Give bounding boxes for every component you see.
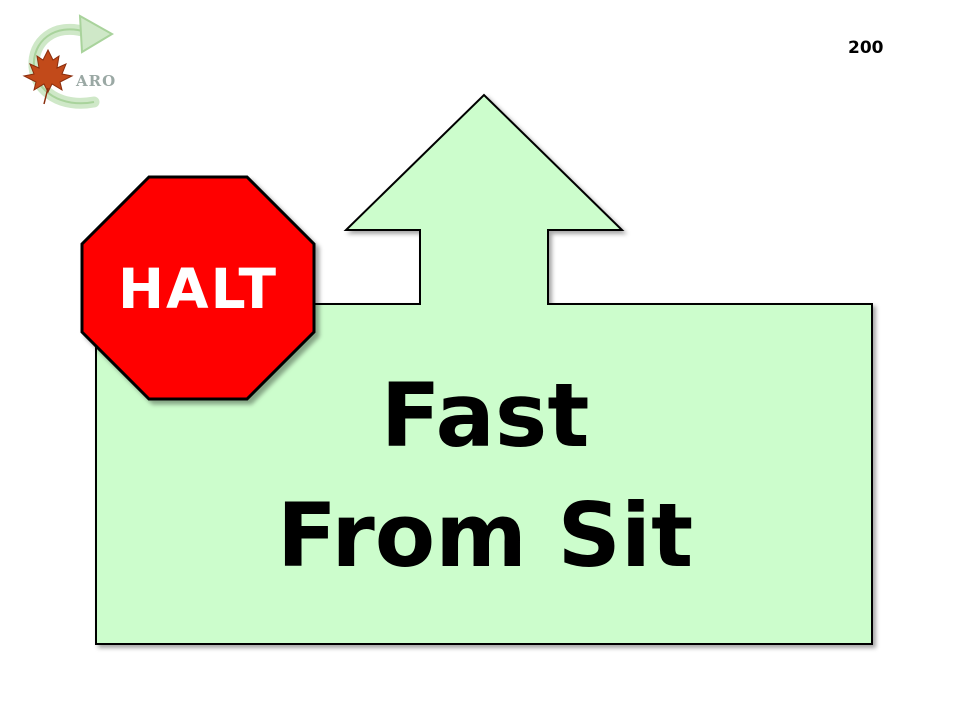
page-number: 200: [848, 38, 884, 58]
arrow-shape: [95, 93, 873, 645]
sign-line-2: From Sit: [276, 484, 694, 587]
sign-line-1: Fast: [380, 364, 590, 467]
halt-label: HALT: [117, 257, 279, 321]
maple-leaf-arrow-logo-icon: [22, 14, 114, 109]
logo-text: ARO: [76, 72, 117, 90]
octagon-shape: [80, 175, 316, 401]
logo: ARO: [14, 12, 124, 116]
